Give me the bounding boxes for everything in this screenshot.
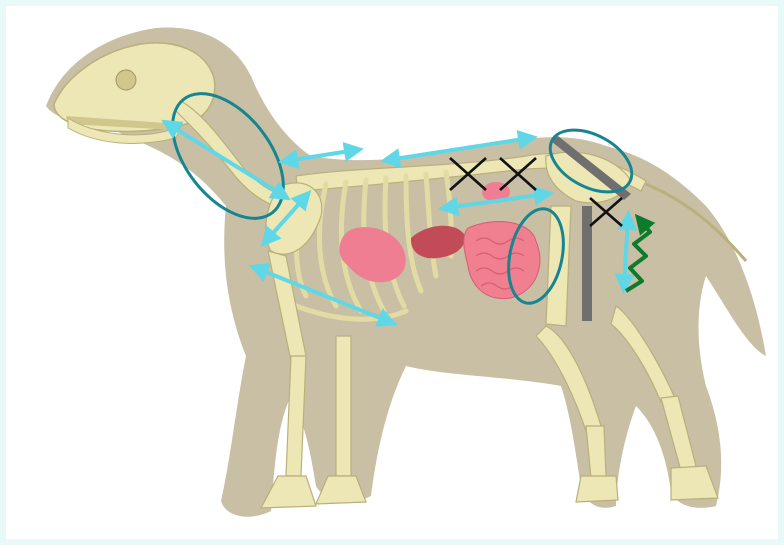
grey-bar-hip xyxy=(582,206,592,321)
dog-anatomy-diagram xyxy=(6,6,778,539)
diagram-canvas xyxy=(6,6,778,539)
